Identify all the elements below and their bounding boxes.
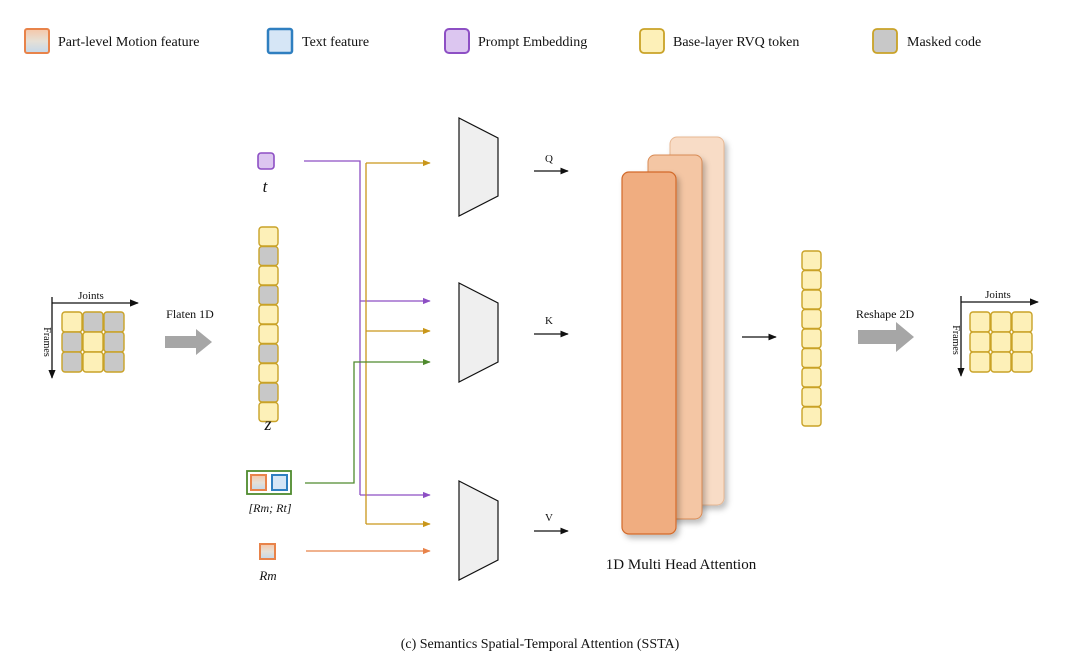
input-joints-label: Joints [78, 290, 104, 302]
qkv-arrows: Q K V [534, 153, 569, 535]
sequence-symbol: z [263, 414, 271, 434]
legend-base-token-label: Base-layer RVQ token [673, 35, 799, 50]
sequence-token-cell [258, 323, 279, 345]
q-projection [458, 117, 499, 217]
concat-line [305, 358, 431, 484]
prompt-embedding-swatch [444, 28, 470, 54]
motion-feature-group: Rm [258, 543, 277, 583]
legend-text-feature-label: Text feature [302, 35, 369, 50]
output-grid-cell [1011, 331, 1033, 353]
k-label: K [545, 315, 553, 327]
sequence-column [258, 226, 279, 423]
output-token-cell [801, 347, 822, 369]
v-label: V [545, 512, 553, 524]
output-grid [969, 311, 1033, 373]
input-token-cell [82, 331, 104, 353]
legend: Part-level Motion feature Text feature P… [24, 27, 981, 55]
base-token-swatch [639, 28, 665, 54]
legend-prompt-embedding: Prompt Embedding [444, 28, 587, 54]
reshape-step: Reshape 2D [856, 307, 915, 352]
attention-stack: 1D Multi Head Attention [606, 136, 757, 573]
flatten-arrow [165, 329, 212, 355]
input-frames-label: Frames [41, 327, 52, 357]
legend-masked-code: Masked code [872, 28, 981, 54]
sequence-token-cell [258, 401, 279, 423]
v-projection [458, 480, 499, 581]
input-masked-cell [82, 311, 104, 333]
legend-prompt-embedding-label: Prompt Embedding [478, 35, 587, 50]
prompt-symbol: t [263, 177, 269, 196]
output-token-cell [801, 308, 822, 330]
projection-blocks [458, 117, 499, 581]
input-masked-cell [61, 351, 83, 373]
output-grid-cell [969, 311, 991, 333]
output-grid-cell [969, 331, 991, 353]
prompt-token-group: t [257, 152, 275, 196]
masked-code-swatch [872, 28, 898, 54]
sequence-masked-cell [258, 245, 279, 267]
output-grid-group: Joints Frames [950, 289, 1039, 377]
input-token-cell [82, 351, 104, 373]
input-token-cell [61, 311, 83, 333]
legend-masked-code-label: Masked code [907, 35, 981, 50]
output-token-cell [801, 367, 822, 388]
output-token-cell [801, 269, 822, 291]
sequence-token-cell [258, 362, 279, 384]
output-token-cell [801, 250, 822, 271]
figure-caption: (c) Semantics Spatial-Temporal Attention… [401, 637, 680, 652]
sequence-masked-cell [258, 284, 279, 306]
concat-symbol: [Rm; Rt] [249, 501, 292, 515]
input-masked-cell [61, 331, 83, 353]
input-grid-group: Joints Frames [41, 290, 139, 379]
output-grid-cell [990, 331, 1012, 353]
output-grid-cell [990, 351, 1012, 373]
input-masked-cell [103, 351, 125, 373]
motion-feature-token [259, 543, 276, 560]
output-column [801, 250, 822, 427]
output-token-cell [801, 328, 822, 349]
concat-feature-group: [Rm; Rt] [246, 470, 292, 515]
output-grid-cell [1011, 311, 1033, 333]
input-masked-cell [103, 331, 125, 353]
output-joints-label: Joints [985, 289, 1011, 301]
q-label: Q [545, 153, 553, 165]
sequence-masked-cell [258, 382, 279, 403]
input-grid [61, 311, 125, 373]
output-grid-cell [990, 311, 1012, 333]
output-grid-cell [1011, 351, 1033, 373]
output-token-cell [801, 289, 822, 310]
legend-base-token: Base-layer RVQ token [639, 28, 799, 54]
legend-motion-feature-label: Part-level Motion feature [58, 35, 200, 50]
attention-head-front [621, 171, 677, 535]
concat-feature-outline [246, 470, 292, 495]
prompt-line-trunk [304, 160, 361, 495]
output-frames-label: Frames [950, 325, 961, 355]
output-grid-cell [969, 351, 991, 373]
attention-label: 1D Multi Head Attention [606, 557, 757, 573]
k-projection [458, 282, 499, 383]
routing-lines [304, 159, 431, 555]
sequence-token-cell [258, 226, 279, 247]
text-feature-swatch [266, 27, 294, 55]
reshape-arrow [858, 322, 914, 352]
motion-feature-swatch [24, 28, 50, 54]
reshape-label: Reshape 2D [856, 307, 915, 321]
prompt-embedding-token [257, 152, 275, 170]
flatten-label: Flaten 1D [166, 307, 214, 321]
text-feature-box [271, 474, 288, 491]
input-masked-cell [103, 311, 125, 333]
motion-feature-box [250, 474, 267, 491]
flatten-step: Flaten 1D [165, 307, 214, 355]
sequence-masked-cell [258, 343, 279, 364]
motion-symbol: Rm [258, 568, 276, 583]
sequence-token-cell [258, 304, 279, 325]
output-token-cell [801, 386, 822, 408]
output-token-cell [801, 406, 822, 427]
legend-text-feature: Text feature [266, 27, 369, 55]
sequence-token-cell [258, 265, 279, 286]
legend-motion-feature: Part-level Motion feature [24, 28, 200, 54]
